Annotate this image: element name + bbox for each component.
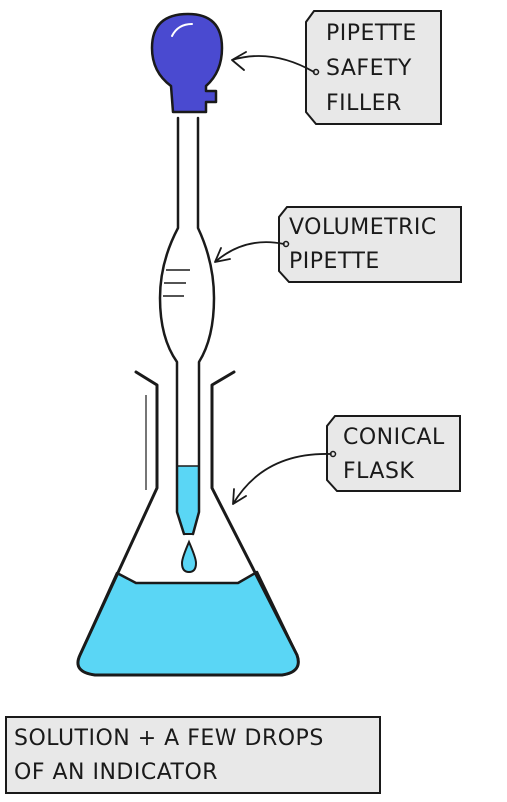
arrow-conical-flask bbox=[232, 453, 332, 505]
pipette-outline-right bbox=[191, 116, 216, 536]
arrow-safety-filler bbox=[231, 51, 315, 73]
label-conical-flask-box bbox=[326, 415, 461, 492]
falling-drop bbox=[180, 539, 198, 574]
pipette-liquid bbox=[177, 466, 199, 534]
label-safety-filler-line-3: FILLER bbox=[326, 91, 402, 116]
label-volumetric-pipette-line-2: PIPETTE bbox=[289, 249, 380, 274]
label-safety-filler-line-1: PIPETTE bbox=[326, 21, 417, 46]
label-volumetric-pipette: VOLUMETRIC PIPETTE bbox=[214, 206, 462, 283]
label-solution-line-2: OF AN INDICATOR bbox=[14, 760, 218, 785]
label-volumetric-pipette-box bbox=[278, 206, 462, 283]
label-solution-line-1: SOLUTION + A FEW DROPS bbox=[14, 726, 324, 751]
label-safety-filler-box bbox=[305, 10, 442, 125]
safety-filler-shine bbox=[171, 23, 193, 37]
label-solution-box bbox=[5, 716, 381, 794]
label-safety-filler-line-2: SAFETY bbox=[326, 56, 412, 81]
arrow-volumetric-pipette bbox=[214, 241, 285, 263]
label-solution: SOLUTION + A FEW DROPS OF AN INDICATOR bbox=[5, 716, 381, 794]
safety-filler-bulb bbox=[150, 12, 224, 114]
conical-flask bbox=[76, 370, 300, 677]
volumetric-pipette bbox=[158, 116, 216, 574]
label-conical-flask-line-2: FLASK bbox=[343, 459, 414, 484]
label-conical-flask-line-1: CONICAL bbox=[343, 425, 445, 450]
label-volumetric-pipette-line-1: VOLUMETRIC bbox=[289, 215, 437, 240]
label-conical-flask: CONICAL FLASK bbox=[232, 415, 461, 505]
label-safety-filler: PIPETTE SAFETY FILLER bbox=[231, 10, 442, 125]
pipette-outline-left bbox=[158, 116, 186, 536]
safety-filler bbox=[150, 12, 224, 114]
flask-outline bbox=[76, 370, 300, 677]
